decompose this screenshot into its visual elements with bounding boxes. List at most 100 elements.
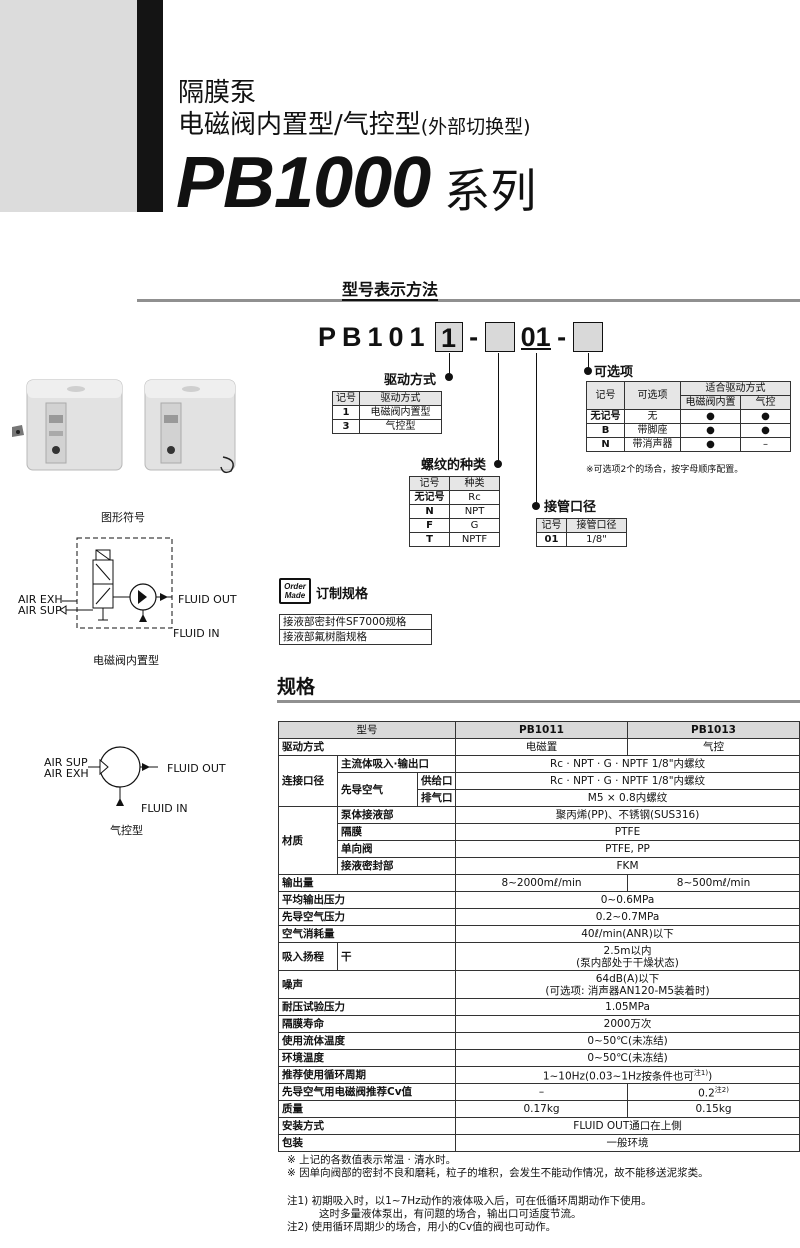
spec-cycle-text: 1~10Hz(0.03~1Hz按条件也可 xyxy=(542,1070,694,1083)
spec-row-label: 空气消耗量 xyxy=(277,925,457,943)
option-mark: – xyxy=(740,437,791,452)
spec-col-pb1013: PB1013 xyxy=(627,721,800,739)
spec-pack-val: 一般环境 xyxy=(455,1134,800,1152)
port-label: 接管口径 xyxy=(544,500,597,515)
spec-rule xyxy=(277,700,800,703)
option-header-air: 气控 xyxy=(740,395,791,410)
spec-row-val: 0~0.6MPa xyxy=(455,891,800,909)
order-made-title: 订制规格 xyxy=(316,587,369,602)
air-symbol-diagram xyxy=(88,746,158,806)
spec-mass-label: 质量 xyxy=(277,1100,457,1118)
section-rule xyxy=(137,299,800,302)
spec-table: 型号 PB1011 PB1013 驱动方式 电磁置 气控 连接口径 主流体吸入·… xyxy=(277,721,800,1152)
thread-label: 螺纹的种类 xyxy=(421,458,487,473)
option-dot xyxy=(584,367,592,375)
footnote: ※ 上记的各数值表示常温 · 清水时。 xyxy=(287,1154,457,1166)
thread-header-type: 种类 xyxy=(449,476,500,491)
drive-name: 电磁阀内置型 xyxy=(359,405,442,420)
spec-exhaust-label: 排气口 xyxy=(416,789,457,807)
spec-port-main-val: Rc · NPT · G · NPTF 1/8"内螺纹 xyxy=(455,755,800,773)
order-made-item: 接液部氟树脂规格 xyxy=(279,629,432,645)
drive-name: 气控型 xyxy=(359,419,442,434)
spec-row-val: 0~50℃(未冻结) xyxy=(455,1049,800,1067)
order-made-item: 接液部密封件SF7000规格 xyxy=(279,614,432,630)
spec-cv-c1: – xyxy=(455,1083,629,1101)
option-mark: ● xyxy=(740,423,791,438)
option-mark: ● xyxy=(740,409,791,424)
spec-supply-label: 供给口 xyxy=(416,772,457,790)
spec-cv-c2: 0.2注2) xyxy=(627,1083,800,1101)
port-header-size: 接管口径 xyxy=(566,518,627,533)
spec-row-val: 40ℓ/min(ANR)以下 xyxy=(455,925,800,943)
option-header-code: 记号 xyxy=(586,381,625,410)
spec-row-label: 先导空气压力 xyxy=(277,908,457,926)
title-line2-small: (外部切换型) xyxy=(420,116,531,138)
spec-material-val: FKM xyxy=(455,857,800,875)
model-box-option xyxy=(572,322,603,352)
solenoid-fluid-out-label: FLUID OUT xyxy=(178,593,237,606)
spec-row-label: 使用流体温度 xyxy=(277,1032,457,1050)
air-fluid-out-label: FLUID OUT xyxy=(167,762,226,775)
thread-connector xyxy=(498,353,499,464)
title-line2-main: 电磁阀内置型/气控型 xyxy=(178,110,421,140)
spec-row-label: 环境温度 xyxy=(277,1049,457,1067)
port-dot xyxy=(532,502,540,510)
spec-suction-label: 吸入扬程 xyxy=(278,942,338,971)
spec-material-val: PTFE xyxy=(455,823,800,841)
spec-row-label: 平均输出压力 xyxy=(277,891,457,909)
drive-dot xyxy=(445,373,453,381)
drive-code: 3 xyxy=(332,419,360,434)
model-dash2: - xyxy=(557,322,567,352)
spec-col-pb1011: PB1011 xyxy=(455,721,629,739)
model-port-code: 01 xyxy=(520,322,551,352)
thread-dot xyxy=(494,460,502,468)
spec-port-main-label: 主流体吸入·输出口 xyxy=(336,755,457,773)
spec-row-val: 0.2~0.7MPa xyxy=(455,908,800,926)
drive-header-code: 记号 xyxy=(332,391,360,406)
spec-material-part: 单向阀 xyxy=(336,840,457,858)
spec-cv-label: 先导空气用电磁阀推荐Cv值 xyxy=(277,1083,457,1101)
spec-title: 规格 xyxy=(277,676,316,698)
footnote: ※ 因单向阀部的密封不良和磨耗，粒子的堆积，会发生不能动作情况，故不能移送泥浆类… xyxy=(287,1167,709,1179)
spec-suction-sub: 干 xyxy=(336,942,457,971)
spec-row-val: 2000万次 xyxy=(455,1015,800,1033)
spec-exhaust-val: M5 × 0.8内螺纹 xyxy=(455,789,800,807)
model-prefix: PB101 xyxy=(318,322,431,352)
spec-material-val: 聚丙烯(PP)、不锈钢(SUS316) xyxy=(455,806,800,824)
spec-cv-c2-val: 0.2 xyxy=(698,1087,715,1100)
spec-supply-val: Rc · NPT · G · NPTF 1/8"内螺纹 xyxy=(455,772,800,790)
spec-noise-val1: 64dB(A)以下 xyxy=(595,972,660,985)
model-dash1: - xyxy=(469,322,479,352)
spec-material-part: 接液密封部 xyxy=(336,857,457,875)
model-box-thread xyxy=(484,322,515,352)
drive-code: 1 xyxy=(332,405,360,420)
drive-label: 驱动方式 xyxy=(384,373,437,388)
solenoid-air-exh-label: AIR EXH xyxy=(18,593,63,606)
port-connector xyxy=(536,353,537,506)
solenoid-fluid-in-label: FLUID IN xyxy=(173,627,220,640)
option-code: B xyxy=(586,423,625,438)
spec-suction-val1: 2.5m以内 xyxy=(603,944,652,957)
order-made-badge-line1: Order xyxy=(284,582,306,591)
thread-type: G xyxy=(449,518,500,533)
option-header-name: 可选项 xyxy=(624,381,681,410)
thread-type: Rc xyxy=(449,490,500,505)
header-grey-band xyxy=(0,0,137,212)
spec-cycle-close: ) xyxy=(708,1070,713,1083)
spec-noise-val2: (可选项: 消声器AN120-M5装着时) xyxy=(545,984,710,997)
spec-material-part: 泵体接液部 xyxy=(336,806,457,824)
spec-mount-val: FLUID OUT通口在上側 xyxy=(455,1117,800,1135)
spec-model-header: 型号 xyxy=(277,721,457,739)
air-air-sup-label: AIR SUP xyxy=(44,756,88,769)
drive-header-name: 驱动方式 xyxy=(359,391,442,406)
spec-mass-c2: 0.15kg xyxy=(627,1100,800,1118)
thread-code: N xyxy=(409,504,450,519)
port-header-code: 记号 xyxy=(536,518,567,533)
air-caption: 气控型 xyxy=(110,824,143,837)
solenoid-caption: 电磁阀内置型 xyxy=(93,654,159,667)
thread-header-code: 记号 xyxy=(409,476,450,491)
